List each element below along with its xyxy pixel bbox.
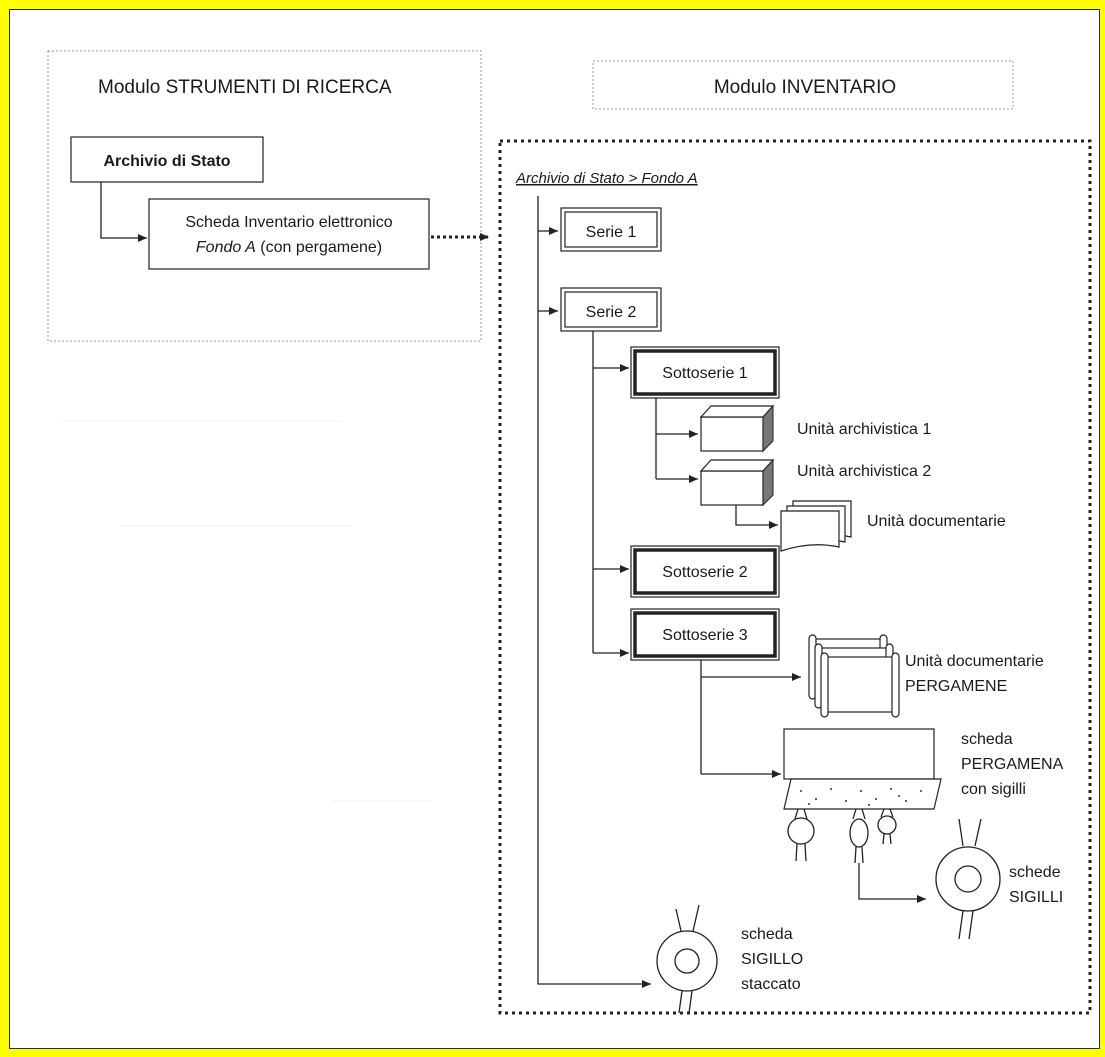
scheda-inventario-line1: Scheda Inventario elettronico xyxy=(185,214,392,231)
seal-icon xyxy=(656,904,718,1014)
scheda-pergamena-line2: PERGAMENA xyxy=(961,756,1064,773)
parchment-with-seals-icon xyxy=(783,728,942,864)
breadcrumb: Archivio di Stato > Fondo A xyxy=(515,170,698,187)
archivio-di-stato-label: Archivio di Stato xyxy=(103,153,230,170)
inventory-diagram: Modulo STRUMENTI DI RICERCA Archivio di … xyxy=(47,50,1092,1015)
connector-schede-sigilli xyxy=(858,863,926,903)
connector-unita-documentarie xyxy=(735,505,778,529)
connector-archivio-to-scheda xyxy=(100,182,147,242)
seal-icon xyxy=(849,808,869,864)
scheda-sigillo-line3: staccato xyxy=(741,976,801,993)
unita-archivistica-1-label: Unità archivistica 1 xyxy=(797,421,931,438)
scheda-inventario-line2: Fondo A (con pergamene) xyxy=(196,239,382,256)
seal-icon xyxy=(787,808,815,862)
page-frame: Modulo STRUMENTI DI RICERCA Archivio di … xyxy=(9,9,1100,1049)
box-icon xyxy=(699,458,775,507)
sottoserie2-box xyxy=(630,545,780,598)
inventario-module-title: Modulo INVENTARIO xyxy=(714,77,896,98)
scheda-pergamena-line1: scheda xyxy=(961,731,1013,748)
inventario-module: Modulo INVENTARIO Archivio di Stato > Fo… xyxy=(498,60,1092,1015)
serie2-label: Serie 2 xyxy=(586,304,637,321)
box-icon xyxy=(699,404,775,453)
archivio-di-stato-box xyxy=(70,136,264,183)
inventario-dotted-frame xyxy=(498,139,1092,1015)
sottoserie2-label: Sottoserie 2 xyxy=(662,564,747,581)
schede-sigilli-line1: schede xyxy=(1009,864,1061,881)
serie2-box xyxy=(560,287,662,332)
seal-icon xyxy=(935,818,1001,940)
parchment-scroll-icon xyxy=(808,634,900,718)
scheda-inventario-box xyxy=(148,198,430,270)
pergamene-label-line1: Unità documentarie xyxy=(905,653,1044,670)
ricerca-module-title: Modulo STRUMENTI DI RICERCA xyxy=(98,77,392,98)
sottoserie1-box xyxy=(630,346,780,399)
scheda-pergamena-line3: con sigilli xyxy=(961,781,1026,798)
trunk-to-sigillo-staccato xyxy=(537,196,651,988)
pergamene-label-line2: PERGAMENE xyxy=(905,678,1007,695)
document-stack-icon xyxy=(780,500,852,552)
sottoserie3-box xyxy=(630,608,780,661)
schede-sigilli-line2: SIGILLI xyxy=(1009,889,1063,906)
serie1-box xyxy=(560,207,662,252)
sottoserie1-label: Sottoserie 1 xyxy=(662,365,747,382)
serie1-label: Serie 1 xyxy=(586,224,637,241)
scheda-sigillo-line2: SIGILLO xyxy=(741,951,803,968)
unita-archivistica-2-label: Unità archivistica 2 xyxy=(797,463,931,480)
ricerca-module-frame xyxy=(47,50,482,342)
unita-documentarie-label: Unità documentarie xyxy=(867,513,1006,530)
scheda-sigillo-line1: scheda xyxy=(741,926,793,943)
ricerca-module: Modulo STRUMENTI DI RICERCA Archivio di … xyxy=(47,50,489,342)
seal-icon xyxy=(877,808,897,845)
sottoserie3-label: Sottoserie 3 xyxy=(662,627,747,644)
inventario-title-frame xyxy=(592,60,1014,110)
